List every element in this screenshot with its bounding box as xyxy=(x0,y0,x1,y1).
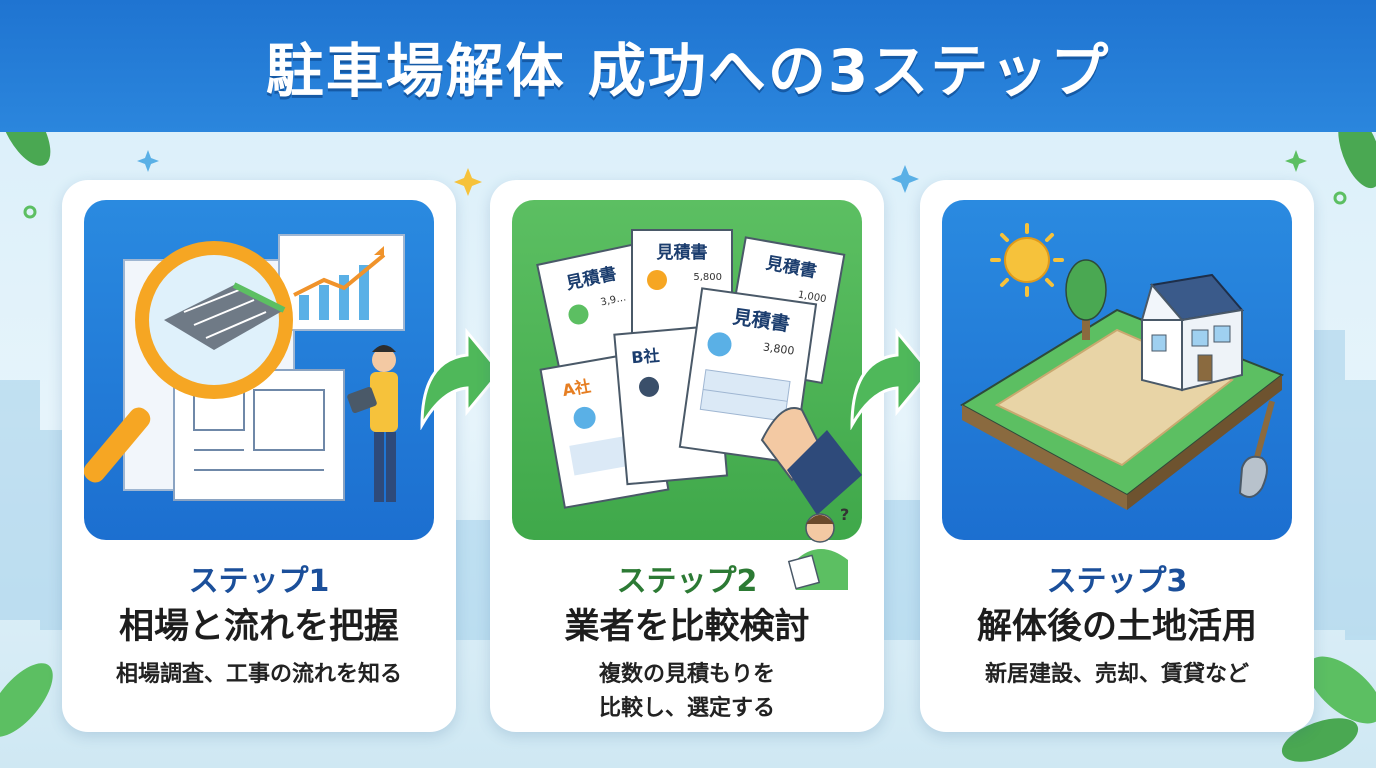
land-house-icon xyxy=(960,223,1285,510)
step-2-illustration: 見積書 3,9… 見積書 5,800 見積書 1,000 A社 xyxy=(512,200,862,540)
sun-icon xyxy=(990,223,1064,297)
svg-text:?: ? xyxy=(840,505,849,524)
shovel-icon xyxy=(1238,400,1275,498)
step-card-1: ステップ1 相場と流れを把握 相場調査、工事の流れを知る xyxy=(62,180,456,732)
arrow-right-icon xyxy=(420,327,502,430)
step-2-description: 複数の見積もりを 比較し、選定する xyxy=(510,658,864,726)
leaf-decoration-bottom xyxy=(0,656,1376,762)
estimate-doc-amount-2: 5,800 xyxy=(693,272,722,283)
magnifier-blueprint-icon xyxy=(84,234,405,502)
step-card-2: 見積書 3,9… 見積書 5,800 見積書 1,000 A社 xyxy=(490,180,884,732)
step-card-3: ステップ3 解体後の土地活用 新居建設、売却、賃貸など xyxy=(920,180,1314,732)
estimate-doc-amount-3: 1,000 xyxy=(797,289,827,305)
step-2-description-line-1: 複数の見積もりを xyxy=(598,662,775,687)
header-banner: 駐車場解体 成功への3ステップ xyxy=(0,0,1376,132)
step-1-title: 相場と流れを把握 xyxy=(118,607,399,647)
sparkle-decorations xyxy=(23,150,1347,219)
step-2-label: ステップ2 xyxy=(616,564,758,599)
thinking-person-icon: ? xyxy=(787,505,849,590)
step-1-illustration xyxy=(84,200,434,540)
step-1-label: ステップ1 xyxy=(188,564,330,599)
step-3-description: 新居建設、売却、賃貸など xyxy=(984,662,1249,687)
step-2-title: 業者を比較検討 xyxy=(564,607,810,647)
estimate-doc-heading-2: 見積書 xyxy=(656,242,708,263)
step-1-description: 相場調査、工事の流れを知る xyxy=(115,662,402,687)
step-3-title: 解体後の土地活用 xyxy=(976,607,1257,647)
step-3-illustration xyxy=(942,200,1292,540)
company-b-label: B社 xyxy=(631,346,661,367)
estimate-doc-amount-1: 3,9… xyxy=(600,292,628,308)
company-a-label: A社 xyxy=(561,376,592,400)
step-2-description-line-2: 比較し、選定する xyxy=(598,696,775,721)
estimate-documents-icon: 見積書 3,9… 見積書 5,800 見積書 1,000 A社 xyxy=(536,229,862,515)
step-3-label: ステップ3 xyxy=(1046,564,1188,599)
page-title: 駐車場解体 成功への3ステップ xyxy=(265,37,1111,105)
arrow-right-icon xyxy=(850,327,932,430)
estimate-doc-amount-front: 3,800 xyxy=(762,340,795,357)
